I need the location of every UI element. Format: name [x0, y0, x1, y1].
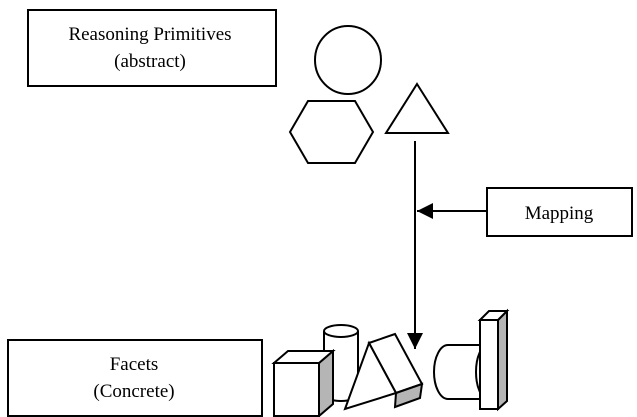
concrete-shapes	[271, 308, 510, 417]
triangular-prism-icon	[343, 332, 424, 411]
facets-title: Facets	[110, 354, 159, 375]
mapping-label: Mapping	[525, 203, 594, 224]
tall-block-icon	[477, 308, 510, 412]
mapping-box: Mapping	[486, 187, 633, 237]
circle-primitive-icon	[314, 25, 382, 95]
abstract-shapes	[288, 25, 450, 164]
facets-box: Facets (Concrete)	[7, 339, 263, 417]
facets-subtitle: (Concrete)	[93, 381, 174, 402]
reasoning-primitives-box: Reasoning Primitives (abstract)	[27, 9, 277, 87]
hexagon-primitive-icon	[288, 100, 375, 164]
triangle-primitive-icon	[384, 82, 450, 134]
primitives-title: Reasoning Primitives	[68, 24, 231, 45]
primitives-subtitle: (abstract)	[114, 51, 186, 72]
cube-icon	[271, 348, 336, 417]
